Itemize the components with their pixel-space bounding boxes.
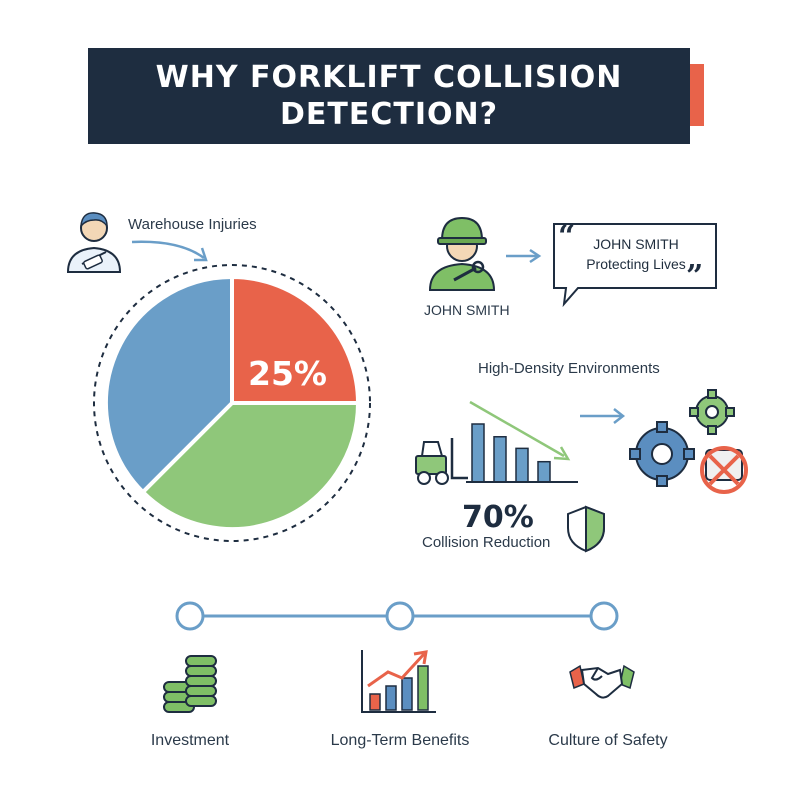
pie-slice-green: [140, 401, 361, 531]
arrow-to-gears-icon: [580, 408, 626, 424]
stat-value: 70%: [462, 500, 534, 535]
trend-arrow: [469, 400, 565, 458]
title-accent-bar: [688, 64, 704, 126]
timeline-label-benefits: Long-Term Benefits: [330, 732, 470, 749]
quote-block: JOHN SMITH Protecting Lives: [566, 234, 706, 274]
pie-slice-blue: [104, 274, 234, 495]
timeline-label-safety: Culture of Safety: [548, 732, 668, 749]
gears-icon: [629, 389, 735, 487]
arrow-to-quote-icon: [506, 248, 542, 264]
timeline-node-investment: [175, 601, 205, 631]
curved-arrow-icon: [131, 240, 208, 262]
reduction-bar: [493, 436, 507, 483]
page-title: WHY FORKLIFT COLLISION DETECTION?: [155, 60, 623, 132]
quote-name: JOHN SMITH: [593, 236, 679, 252]
hard-hat-worker-icon: [428, 216, 496, 291]
coin-stack-icon: [163, 655, 217, 713]
reduction-bar-chart: [466, 400, 578, 483]
forklift-icon: [415, 438, 468, 485]
reduction-bar: [515, 447, 529, 483]
pie-dashed-outline: [93, 264, 371, 542]
injured-worker-icon: [66, 212, 122, 273]
warehouse-injuries-label: Warehouse Injuries: [128, 216, 257, 233]
no-collision-icon: [700, 446, 748, 494]
reduction-bar: [537, 460, 551, 483]
quote-bubble: “ ”: [553, 220, 717, 308]
high-density-label: High-Density Environments: [478, 360, 660, 377]
svg-text:”: ”: [686, 259, 703, 294]
timeline-node-safety: [589, 601, 619, 631]
svg-text:“: “: [558, 220, 575, 254]
growth-chart-icon: [361, 650, 436, 713]
timeline-node-benefits: [385, 601, 415, 631]
timeline-label-investment: Investment: [150, 732, 230, 749]
title-banner: WHY FORKLIFT COLLISION DETECTION?: [88, 48, 690, 144]
timeline: [175, 601, 619, 631]
pie-percent-label: 25%: [248, 354, 327, 393]
pie-slice-injuries: [230, 274, 361, 405]
trend-arrow-head: [553, 446, 571, 461]
handshake-icon: [569, 664, 635, 699]
reduction-bar: [471, 423, 485, 483]
injury-pie-chart: [93, 264, 371, 542]
shield-icon: [567, 505, 605, 553]
quote-text: Protecting Lives: [586, 256, 686, 272]
person-name: JOHN SMITH: [424, 302, 510, 318]
stat-label: Collision Reduction: [422, 534, 551, 551]
